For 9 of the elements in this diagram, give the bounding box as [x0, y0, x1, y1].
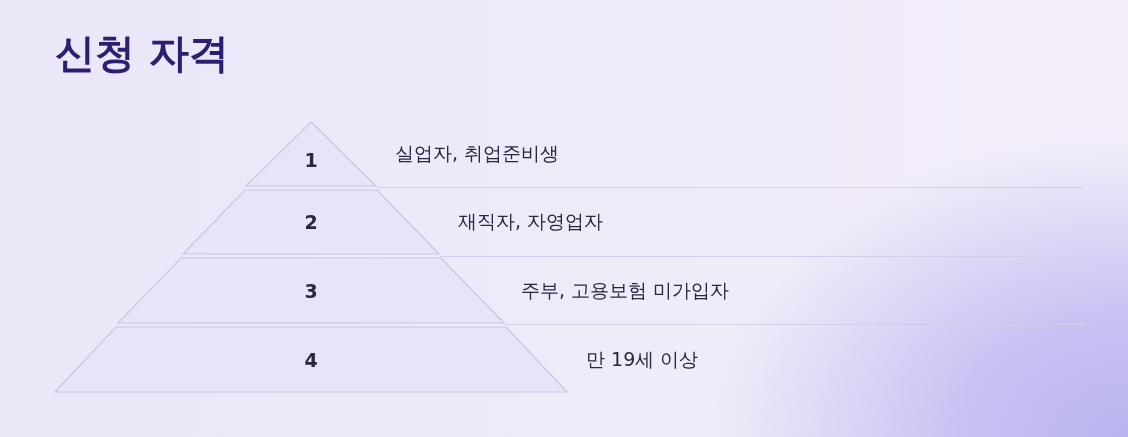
tier-number: 3 — [304, 279, 318, 302]
tier-description: 주부, 고용보험 미가입자 — [521, 277, 730, 303]
tier-description: 재직자, 자영업자 — [458, 209, 604, 234]
tier-number: 2 — [304, 211, 318, 233]
tier-description: 만 19세 이상 — [586, 346, 699, 372]
tier-number: 4 — [304, 348, 318, 371]
tier-number: 1 — [304, 149, 318, 172]
page-title: 신청 자격 — [55, 29, 229, 78]
tier-description: 실업자, 취업준비생 — [395, 141, 560, 166]
